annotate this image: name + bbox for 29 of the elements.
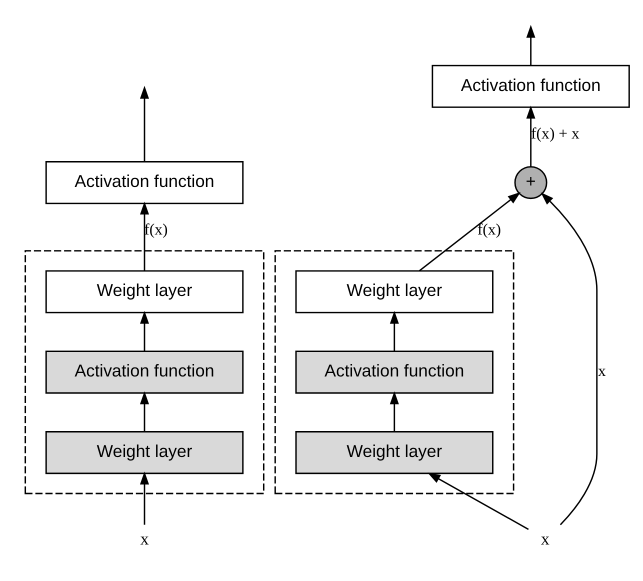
edge-label: x (598, 363, 606, 380)
node-circle: + (514, 166, 548, 200)
node-box: Activation function (45, 161, 244, 204)
edge-label: f(x) (477, 222, 501, 239)
arrow (526, 24, 536, 66)
node-box: Weight layer (295, 270, 494, 314)
node-box: Weight layer (295, 431, 494, 474)
arrow (418, 192, 521, 272)
edge-label: f(x) (144, 222, 168, 239)
node-box: Weight layer (45, 431, 244, 474)
arrow (540, 192, 598, 526)
arrow (140, 472, 150, 525)
node-text: x (140, 530, 149, 549)
arrow (390, 391, 399, 432)
arrow (140, 310, 150, 352)
cluster (24, 250, 264, 494)
node-box: Weight layer (45, 270, 244, 314)
node-box: Activation function (432, 64, 630, 108)
node-box: Activation function (295, 350, 494, 394)
arrow (140, 202, 150, 271)
cluster (274, 250, 514, 494)
arrow (390, 310, 399, 352)
arrow (140, 391, 150, 432)
edge-label: f(x) + x (531, 126, 580, 143)
node-text: x (540, 530, 550, 549)
arrow (140, 86, 150, 162)
node-box: Activation function (45, 350, 244, 394)
arrow (526, 106, 536, 167)
arrow (428, 472, 529, 530)
